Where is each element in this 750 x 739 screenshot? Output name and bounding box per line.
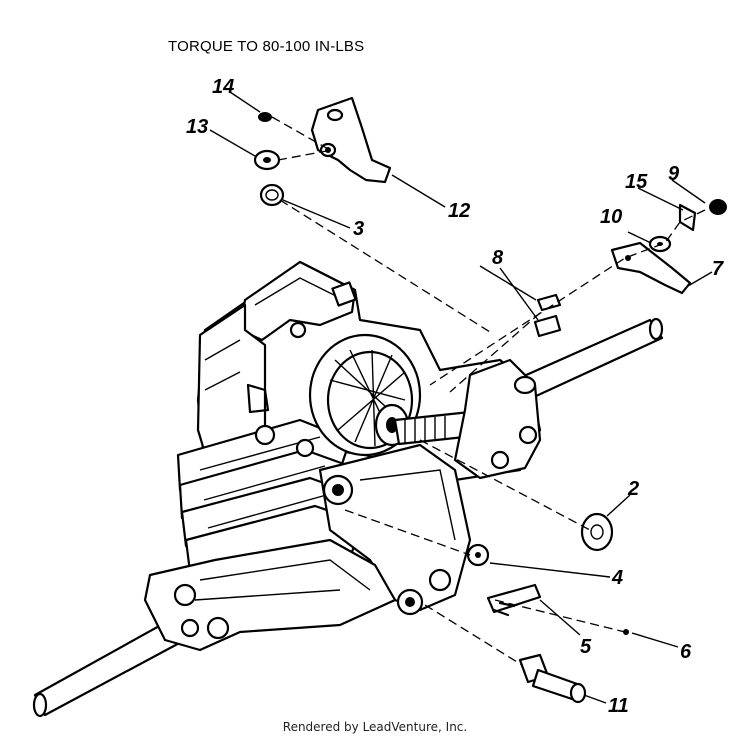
callout-2: 2 — [627, 478, 639, 500]
callout-numbers: 14 13 3 12 8 15 9 10 7 2 4 5 6 11 — [186, 76, 724, 717]
torque-note: TORQUE TO 80-100 IN-LBS — [168, 38, 365, 55]
left-axle-end — [32, 692, 48, 718]
callout-10: 10 — [600, 206, 622, 228]
callout-7: 7 — [712, 258, 724, 280]
part-14-set-screw — [258, 112, 272, 122]
leader-lines — [209, 91, 713, 704]
callout-5: 5 — [580, 636, 592, 658]
callout-11: 11 — [608, 695, 629, 717]
transaxle-housing — [32, 260, 664, 718]
lower-bracket — [318, 443, 472, 612]
part-8-pin-lower — [533, 314, 562, 338]
part-12-control-arm — [310, 96, 392, 184]
callout-14: 14 — [212, 76, 234, 98]
callout-12: 12 — [448, 200, 470, 222]
callout-4: 4 — [611, 567, 623, 589]
callout-15: 15 — [625, 171, 648, 193]
left-casing — [196, 303, 267, 472]
callout-9: 9 — [668, 163, 680, 185]
part-9-nut — [709, 199, 727, 215]
right-axle-end — [648, 317, 664, 341]
part-5-plate — [486, 583, 542, 614]
part-11-fitting — [518, 653, 587, 704]
part-2-thrust-washer — [580, 512, 614, 552]
callout-6: 6 — [680, 641, 692, 663]
part-6-ball — [623, 629, 629, 635]
part-8-pin-upper — [536, 293, 562, 312]
assembly-lines — [271, 116, 706, 666]
callout-3: 3 — [353, 218, 364, 240]
callout-13: 13 — [186, 116, 208, 138]
part-3-seal — [259, 183, 285, 207]
callout-8: 8 — [492, 247, 504, 269]
part-15-lock-washer — [678, 203, 697, 232]
footer-credit: Rendered by LeadVenture, Inc. — [282, 720, 468, 734]
part-7-bracket — [610, 241, 692, 295]
